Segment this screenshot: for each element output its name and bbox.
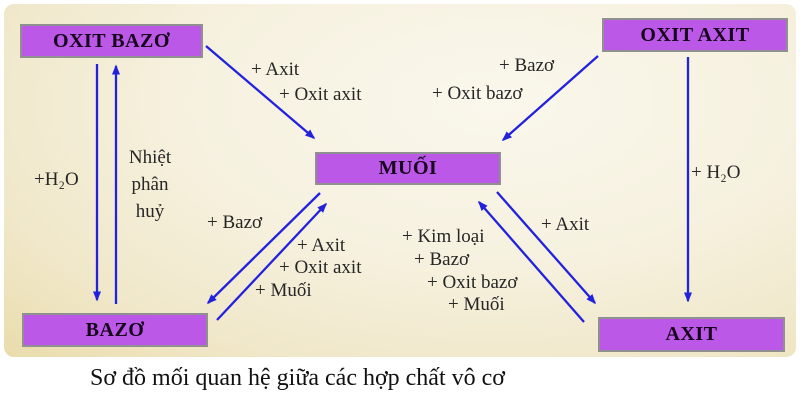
nhiet-line-3: huỷ — [135, 201, 165, 222]
edge-label-h2o-right: + H₂O — [691, 162, 741, 183]
edge-label-bazo-muoi-muoi: + Muối — [255, 280, 312, 301]
node-bazo: BAZƠ — [22, 313, 208, 347]
edge-label-h2o-left: +H₂O — [34, 169, 79, 190]
edge-label-axit-muoi-bazo: + Bazơ — [414, 249, 470, 270]
node-oxit-axit: OXIT AXIT — [602, 18, 788, 52]
edge-label-axit-muoi-kimloai: + Kim loại — [402, 226, 485, 247]
edge-label-bazo-muoi-axit: + Axit — [297, 235, 346, 256]
edge-label-axit-muoi-oxitbazo: + Oxit bazơ — [427, 272, 518, 293]
edge-label-oxitbazo-muoi-oxitaxit: + Oxit axit — [279, 84, 362, 105]
edge-label-axit-muoi-muoi: + Muối — [448, 294, 505, 315]
edge-label-muoi-axit: + Axit — [541, 214, 590, 235]
node-axit: AXIT — [598, 317, 785, 352]
nhiet-line-2: phân — [131, 174, 169, 195]
nhiet-line-1: Nhiệt — [128, 147, 172, 168]
diagram-caption: Sơ đồ mối quan hệ giữa các hợp chất vô c… — [90, 365, 505, 391]
node-muoi: MUỐI — [315, 152, 501, 185]
edge-label-muoi-bazo: + Bazơ — [207, 212, 263, 233]
edge-label-nhiet-phan-huy: Nhiệt phân huỷ — [113, 144, 187, 225]
edge-label-oxitaxit-muoi-bazo: + Bazơ — [499, 55, 555, 76]
edge-label-oxitaxit-muoi-oxitbazo: + Oxit bazơ — [432, 83, 523, 104]
edge-label-oxitbazo-muoi-axit: + Axit — [251, 59, 300, 80]
edge-label-bazo-muoi-oxitaxit: + Oxit axit — [279, 257, 362, 278]
node-oxit-bazo: OXIT BAZƠ — [20, 24, 203, 58]
